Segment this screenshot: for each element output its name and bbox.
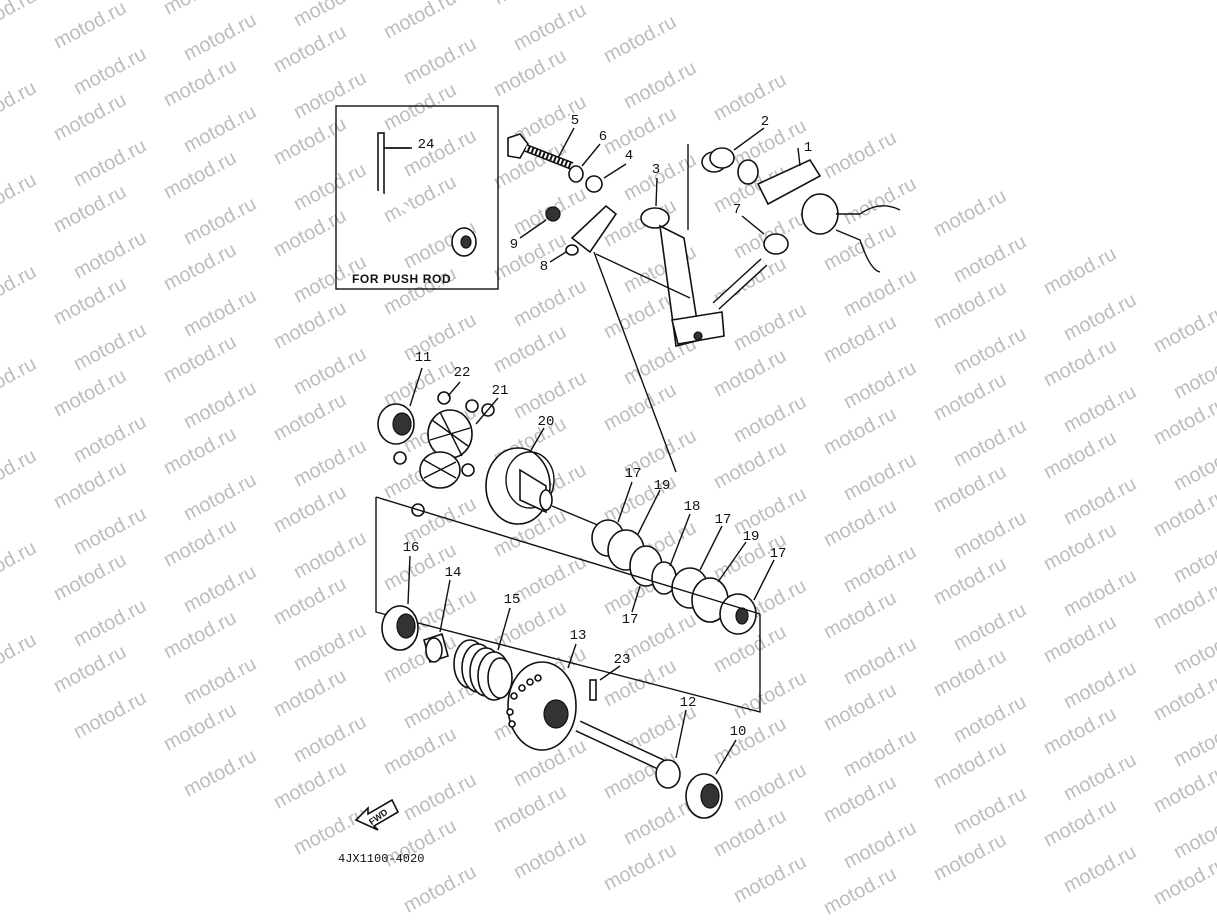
callout-11: 11 [414,350,432,366]
washer-part-6 [568,165,584,183]
shaft-drawing [712,258,768,310]
nut-part-9 [545,206,561,222]
washer-part-4 [585,175,603,193]
gear-plate-part-13 [506,661,577,751]
crankcase-drawing [801,193,901,273]
callout-7: 7 [732,202,742,218]
shaft-part-12 [575,720,681,789]
callout-5: 5 [570,113,580,129]
callout-17c: 17 [769,546,787,562]
shift-pedal-part-3 [640,207,725,347]
bracket-part-8 [565,204,618,256]
cam-part-21 [419,409,473,489]
callout-4: 4 [624,148,634,164]
callout-19b: 19 [742,529,760,545]
catalog-code: 4JX1100-4020 [338,852,425,866]
ball-part-22 [393,391,495,517]
callout-6: 6 [598,129,608,145]
callout-24: 24 [417,137,435,153]
callout-17a: 17 [624,466,642,482]
callout-18: 18 [683,499,701,515]
bearing-part-10 [685,773,723,819]
callout-13: 13 [569,628,587,644]
leader-lines [386,127,801,775]
fwd-arrow-icon [354,798,400,831]
push-rod-drawing [362,132,477,257]
callout-17b: 17 [714,512,732,528]
callout-12: 12 [679,695,697,711]
callout-2: 2 [760,114,770,130]
inset-box [335,105,499,290]
plate-stack [591,519,757,635]
callout-3: 3 [651,162,661,178]
callout-8: 8 [539,259,549,275]
callout-9: 9 [509,237,519,253]
callout-10: 10 [729,724,747,740]
oil-seal-part-16 [381,605,419,651]
sliding-sheave-part-20 [485,447,555,525]
callout-16: 16 [402,540,420,556]
callout-1: 1 [803,140,813,156]
collar-part-14 [423,632,449,664]
callout-14: 14 [444,565,462,581]
bolt-part-5 [507,133,574,170]
callout-20: 20 [537,414,555,430]
spring-part-2 [701,147,735,173]
callout-17d: 17 [621,612,639,628]
shift-lever-part-1 [756,158,822,206]
callout-22: 22 [453,365,471,381]
spring-part-15 [453,639,513,701]
pin-part-23 [589,679,597,701]
bearing-part-11 [377,403,415,445]
collar-drawing [737,159,759,185]
oil-seal-part-7 [763,233,789,255]
callout-19a: 19 [653,478,671,494]
callout-15: 15 [503,592,521,608]
callout-21: 21 [491,383,509,399]
inset-label: FOR PUSH ROD [352,272,452,286]
callout-23: 23 [613,652,631,668]
